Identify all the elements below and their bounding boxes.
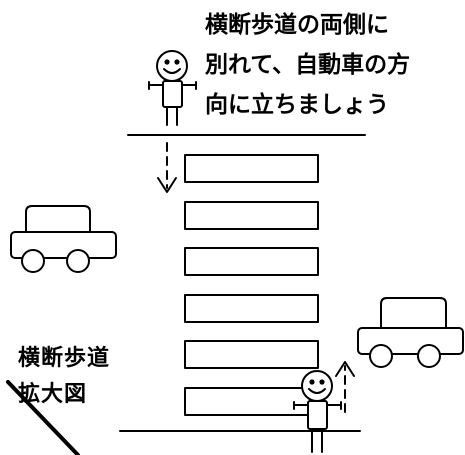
instruction-line-2: 別れて、自動車の方 [205, 52, 411, 78]
label-line-2: 拡大図 [18, 382, 88, 407]
instruction-line-1: 横断歩道の両側に [205, 12, 389, 38]
car-left-icon [10, 205, 117, 273]
crosswalk-stripe [184, 201, 319, 230]
crosswalk-stripe [184, 340, 319, 369]
crosswalk-stripe [184, 387, 319, 416]
crosswalk-stripe [184, 294, 319, 323]
instruction-line-3: 向に立ちましょう [205, 92, 389, 118]
car-right-icon [357, 297, 464, 368]
down-arrow-icon [157, 142, 177, 193]
magnify-line [6, 380, 80, 455]
label-line-1: 横断歩道 [18, 346, 111, 371]
crosswalk-stripes [184, 154, 319, 416]
crosswalk-stripe [184, 154, 319, 183]
crosswalk-stripe [184, 247, 319, 276]
pedestrian-top-icon [148, 50, 197, 126]
up-arrow-icon [335, 361, 355, 413]
pedestrian-bottom-icon [293, 370, 342, 453]
